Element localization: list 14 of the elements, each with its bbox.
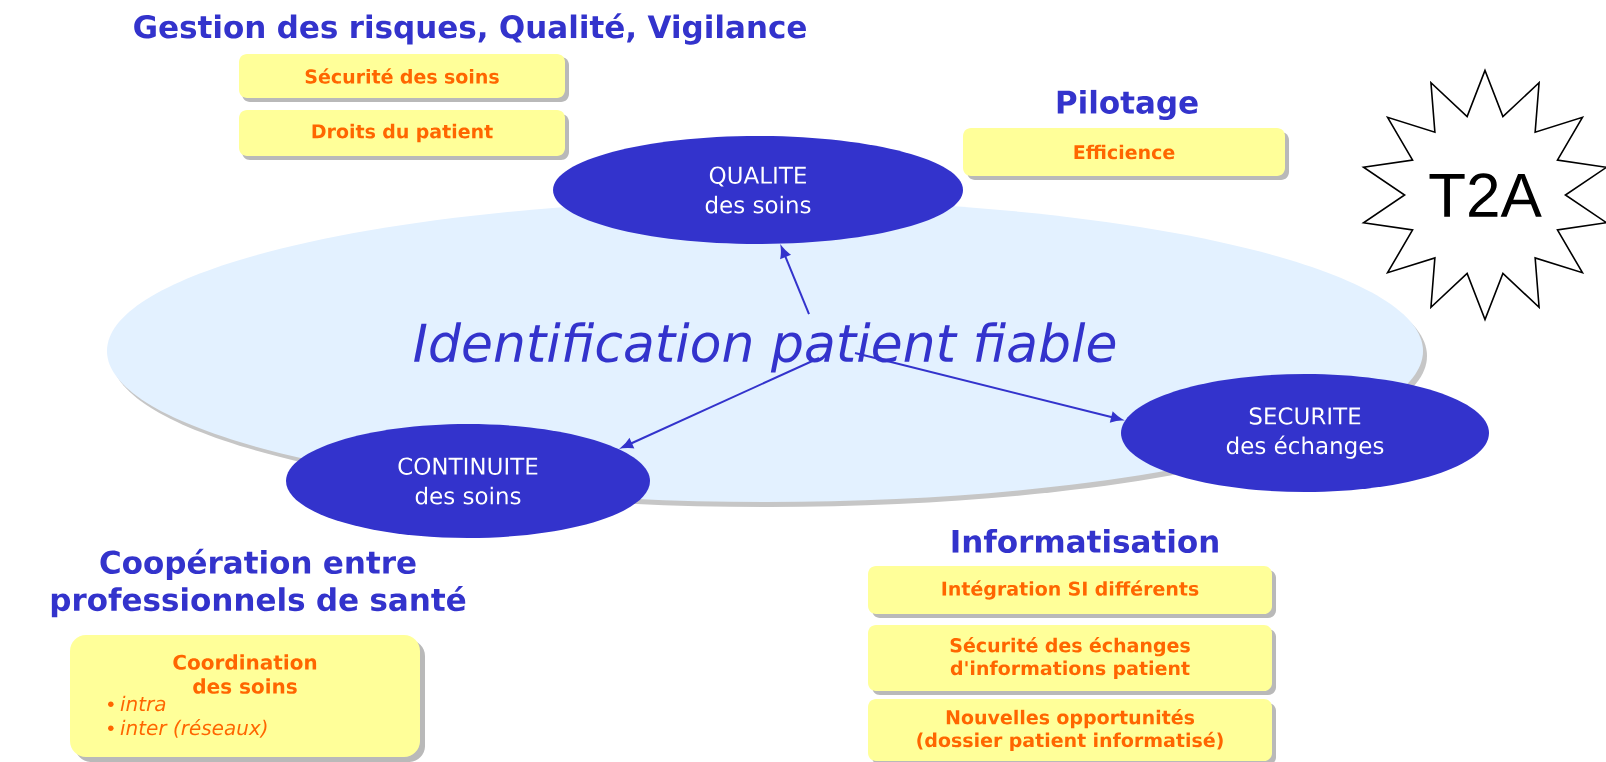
group-heading: Pilotage xyxy=(1057,89,1198,121)
group-heading: Gestion des risques, Qualité, Vigilance xyxy=(134,13,806,45)
arrow xyxy=(780,246,810,315)
item-box: Sécurité des soins xyxy=(239,54,569,102)
item-box: Coordination des soins intra inter (réseaux) xyxy=(70,635,425,762)
group-heading: Coopération entre professionnels de santé xyxy=(51,548,466,618)
item-box: Sécurité des échanges d'informations patient xyxy=(868,625,1276,695)
item-box: Nouvelles opportunités (dossier patient informatisé) xyxy=(868,699,1276,762)
item-box: Efficience xyxy=(963,128,1289,180)
item-box: Intégration SI différents xyxy=(868,566,1276,618)
item-box: Droits du patient xyxy=(239,110,569,160)
arrow xyxy=(621,357,820,449)
arrow xyxy=(854,352,1123,423)
group-heading: Informatisation xyxy=(952,529,1218,553)
